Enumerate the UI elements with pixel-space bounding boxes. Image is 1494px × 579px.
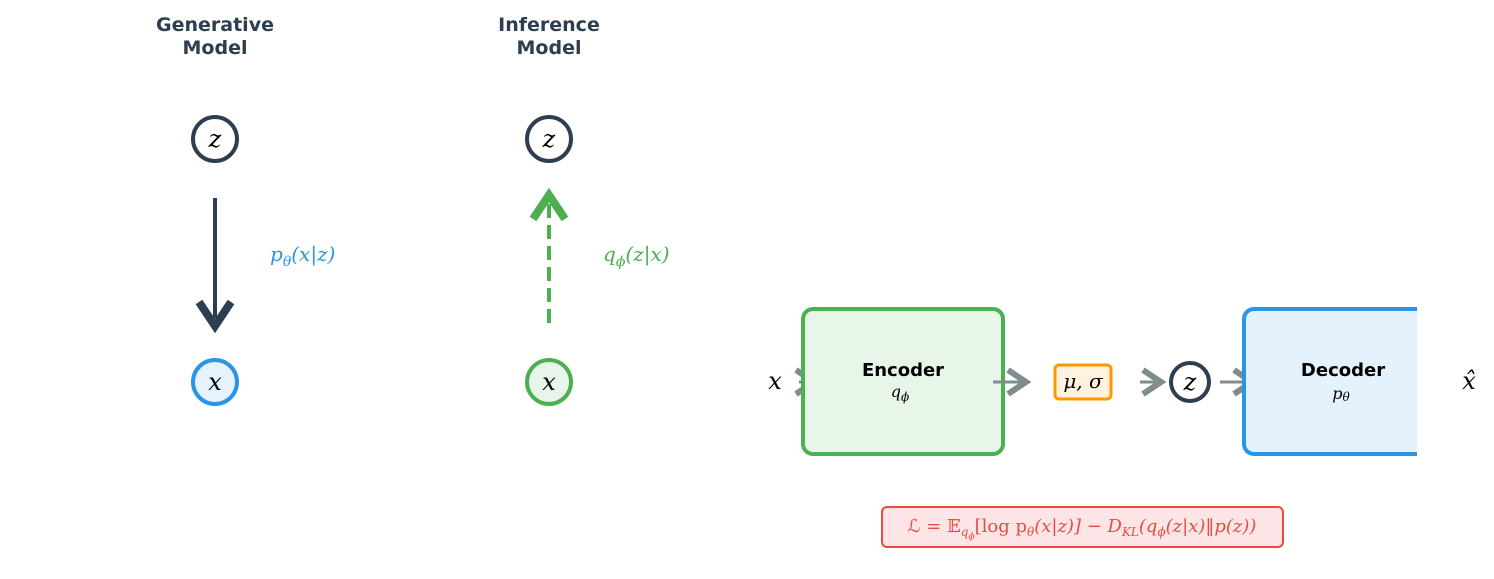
pipeline-latent-node (1169, 361, 1211, 403)
encoder-box (801, 307, 1005, 456)
inference-latent-node (525, 115, 573, 163)
loss-formula: ℒ = 𝔼qϕ[log pθ(x|z)] − DKL(qϕ(z|x)‖p(z)) (881, 506, 1284, 548)
pipeline-input-label: x (768, 367, 782, 395)
params-box (1053, 363, 1113, 401)
pipeline-latent-label: z (1183, 368, 1197, 396)
generative-edge-label: pθ(x|z) (270, 242, 335, 270)
inference-title-line1: Inference (498, 14, 600, 36)
inference-edge-label: qϕ(z|x) (603, 242, 670, 270)
generative-observed-label: x (208, 368, 222, 396)
generative-latent-label: z (208, 125, 222, 153)
inference-latent-label: z (542, 125, 556, 153)
vae-pipeline: x Encoder qϕ μ, σ z Decoder pθ x̂ (768, 300, 1476, 465)
generative-observed-node (191, 358, 239, 406)
params-label: μ, σ (1063, 369, 1104, 393)
inference-observed-node (525, 358, 573, 406)
decoder-clip-mask (1417, 300, 1457, 465)
encoder-title: Encoder (862, 360, 944, 381)
generative-model: Generative Model z pθ(x|z) x (156, 14, 335, 406)
decoder-title: Decoder (1301, 360, 1385, 381)
encoder-subtitle: qϕ (891, 382, 909, 404)
generative-latent-node (191, 115, 239, 163)
decoder-box (1242, 307, 1446, 456)
generative-title-line1: Generative (156, 14, 274, 36)
pipeline-output-label: x̂ (1462, 367, 1476, 395)
loss-label: ℒ = 𝔼qϕ[log pθ(x|z)] − DKL(qϕ(z|x)‖p(z)) (908, 516, 1257, 542)
inference-title-line2: Model (517, 37, 582, 59)
inference-observed-label: x (542, 368, 556, 396)
decoder-subtitle: pθ (1332, 384, 1350, 404)
loss-box (881, 506, 1284, 548)
generative-title-line2: Model (183, 37, 248, 59)
inference-model: Inference Model z qϕ(z|x) x (498, 14, 670, 406)
